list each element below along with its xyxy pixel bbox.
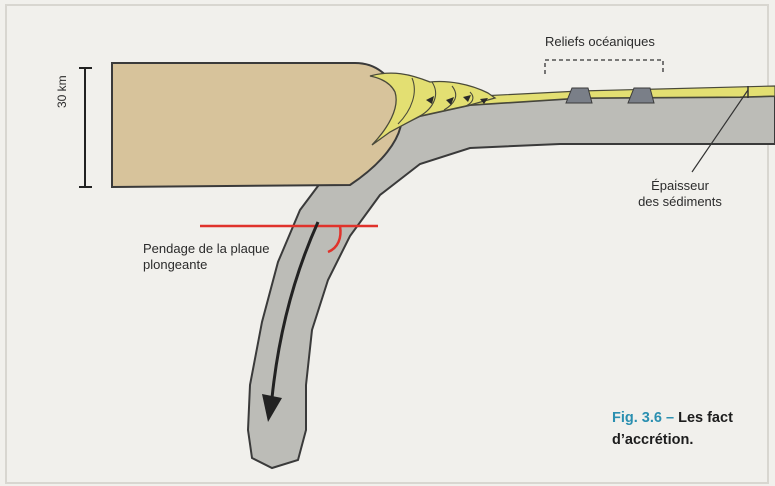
figure-number: Fig. 3.6 – [612, 410, 678, 426]
plate-dip-label: Pendage de la plaque plongeante [143, 241, 333, 273]
figure-caption: Fig. 3.6 – Les fact d’accrétion. [612, 407, 772, 451]
plate-dip-line2: plongeante [143, 257, 333, 273]
continental-crust [112, 63, 402, 187]
sediment-thickness-label: Épaisseur des sédiments [610, 178, 750, 210]
caption-line1: Fig. 3.6 – Les fact [612, 407, 772, 429]
sediment-thickness-line1: Épaisseur [610, 178, 750, 194]
scale-bar [79, 68, 92, 187]
reliefs-bracket [545, 60, 663, 74]
plate-dip-line1: Pendage de la plaque [143, 241, 333, 257]
caption-text-1: Les fact [678, 410, 733, 426]
caption-line2: d’accrétion. [612, 429, 772, 451]
sediment-thickness-line2: des sédiments [610, 194, 750, 210]
reliefs-oceaniques-label: Reliefs océaniques [545, 34, 655, 50]
oceanic-relief-1 [566, 88, 592, 103]
scale-label: 30 km [55, 75, 69, 108]
